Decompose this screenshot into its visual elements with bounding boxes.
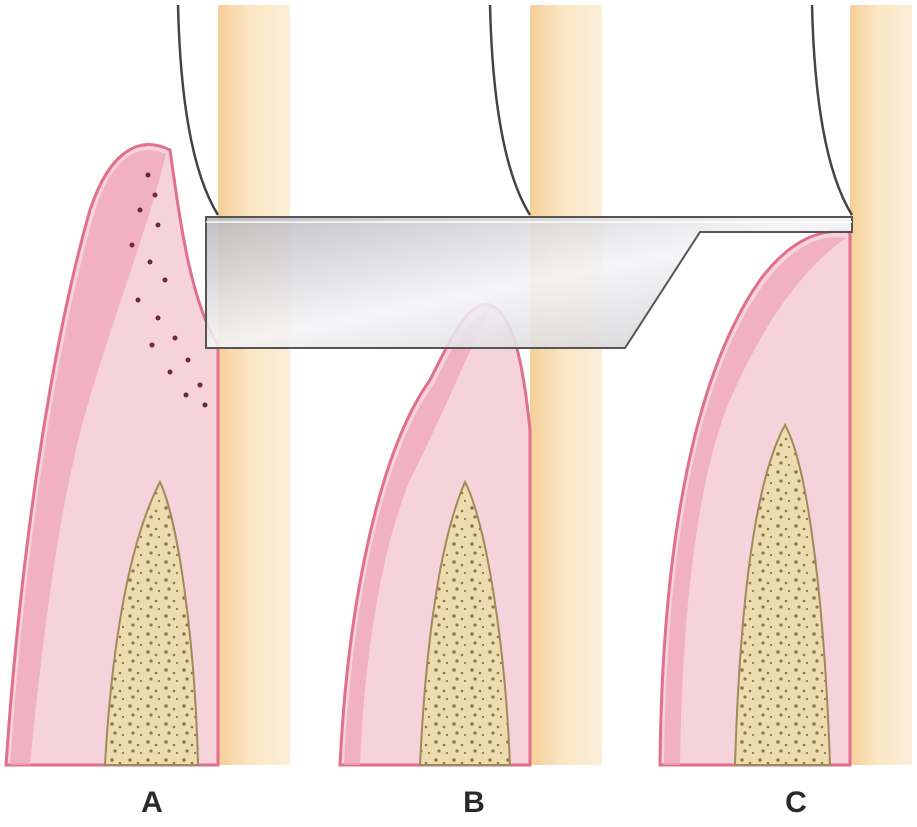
panel-c [660,5,912,765]
tooth-root-b [530,5,602,765]
tooth-root-a [218,5,290,765]
panel-label-a: A [122,786,182,820]
handle-outline-a [178,5,218,215]
panel-a [6,5,290,765]
handle-outline-b [490,5,530,215]
panel-b [340,5,602,765]
handle-outline-c [812,5,852,215]
tooth-root-c [850,5,912,765]
panel-label-c: C [766,786,826,820]
panel-label-b: B [444,786,504,820]
